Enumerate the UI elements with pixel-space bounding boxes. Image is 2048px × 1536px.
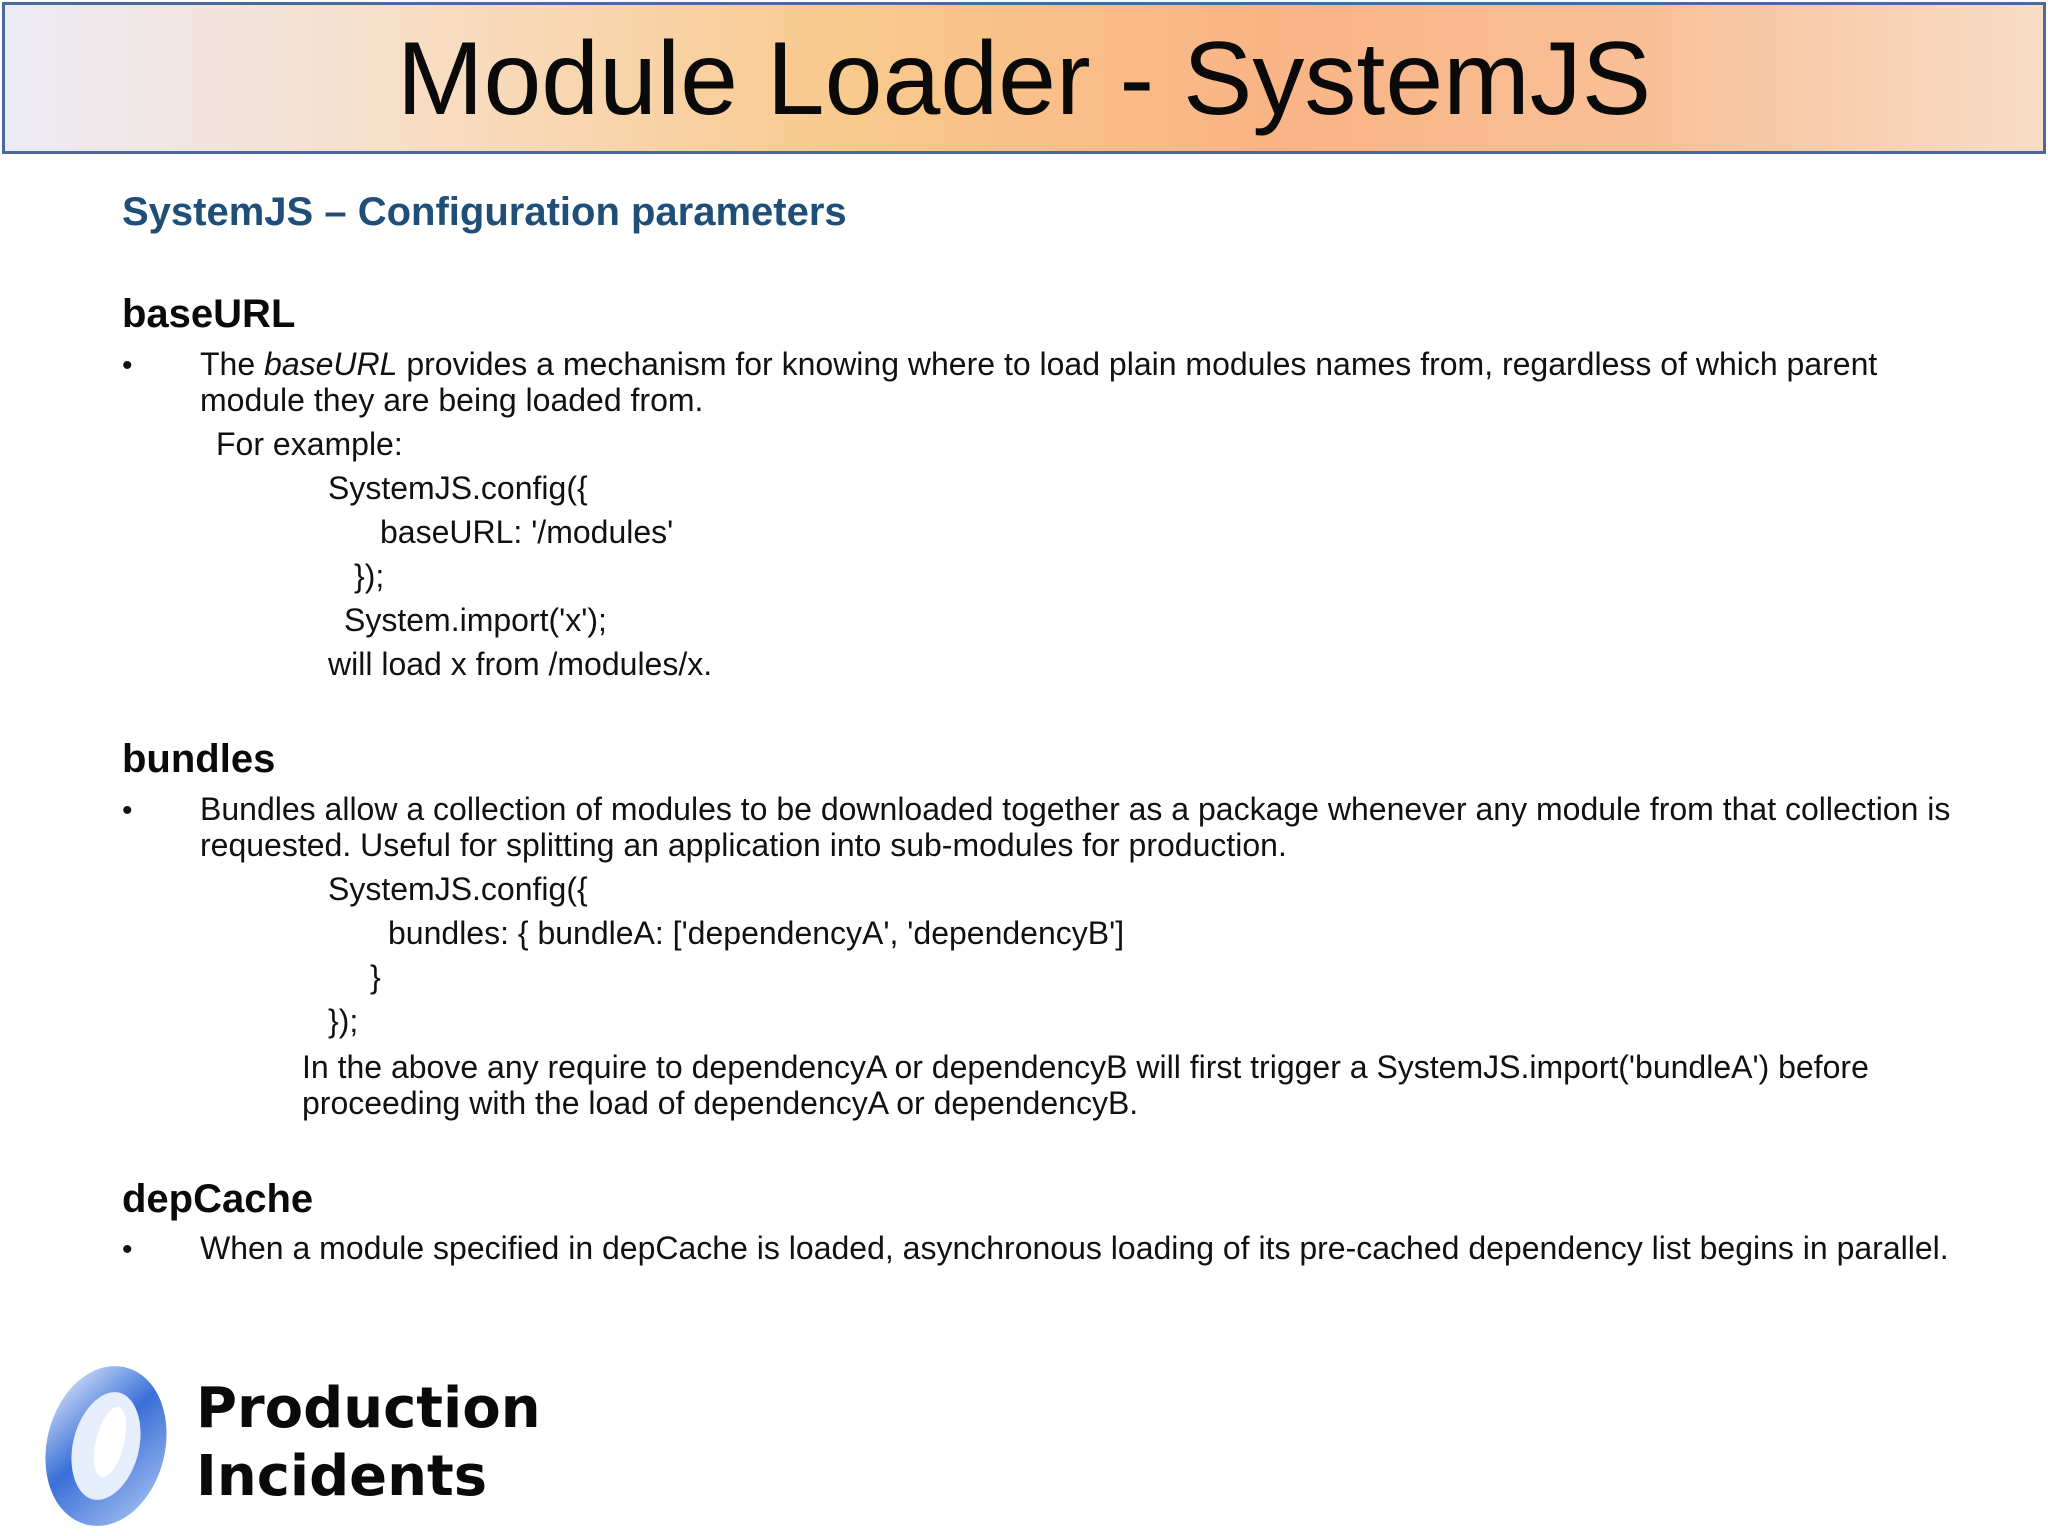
baseurl-desc-pre: The	[200, 346, 265, 382]
bundles-description: Bundles allow a collection of modules to…	[200, 791, 1951, 863]
heading-depcache: depCache	[122, 1177, 314, 1221]
slide-subtitle: SystemJS – Configuration parameters	[122, 190, 847, 234]
bundles-code-line-4: });	[328, 1003, 359, 1039]
baseurl-code-line-4: System.import('x');	[344, 602, 607, 638]
bundles-code-line-3: }	[370, 959, 381, 995]
baseurl-code-line-2: baseURL: '/modules'	[380, 514, 674, 550]
baseurl-code-line-1: SystemJS.config({	[328, 470, 588, 506]
blue-ring-logo-icon	[45, 1366, 167, 1526]
slide-title: Module Loader - SystemJS	[396, 21, 1652, 137]
bundles-note: In the above any require to dependencyA …	[302, 1049, 1869, 1121]
baseurl-desc-em: baseURL	[264, 346, 398, 382]
baseurl-desc-post: provides a mechanism for knowing where t…	[200, 346, 1878, 418]
bullet-bundles: •	[122, 794, 133, 827]
depcache-description: When a module specified in depCache is l…	[200, 1230, 1949, 1266]
heading-bundles: bundles	[122, 737, 276, 781]
bullet-baseurl: •	[122, 349, 133, 382]
bullet-depcache: •	[122, 1233, 133, 1266]
heading-baseurl: baseURL	[122, 292, 296, 336]
bundles-code-line-1: SystemJS.config({	[328, 871, 588, 907]
baseurl-code-line-3: });	[354, 558, 385, 594]
logo-text-line-1: Production	[196, 1376, 541, 1441]
logo-text-line-2: Incidents	[196, 1444, 488, 1509]
baseurl-example-label: For example:	[216, 426, 403, 462]
baseurl-description: The baseURL provides a mechanism for kno…	[200, 346, 1980, 418]
bundles-code-line-2: bundles: { bundleA: ['dependencyA', 'dep…	[388, 915, 1125, 951]
title-banner: Module Loader - SystemJS	[2, 2, 2046, 154]
baseurl-code-line-5: will load x from /modules/x.	[328, 646, 713, 682]
